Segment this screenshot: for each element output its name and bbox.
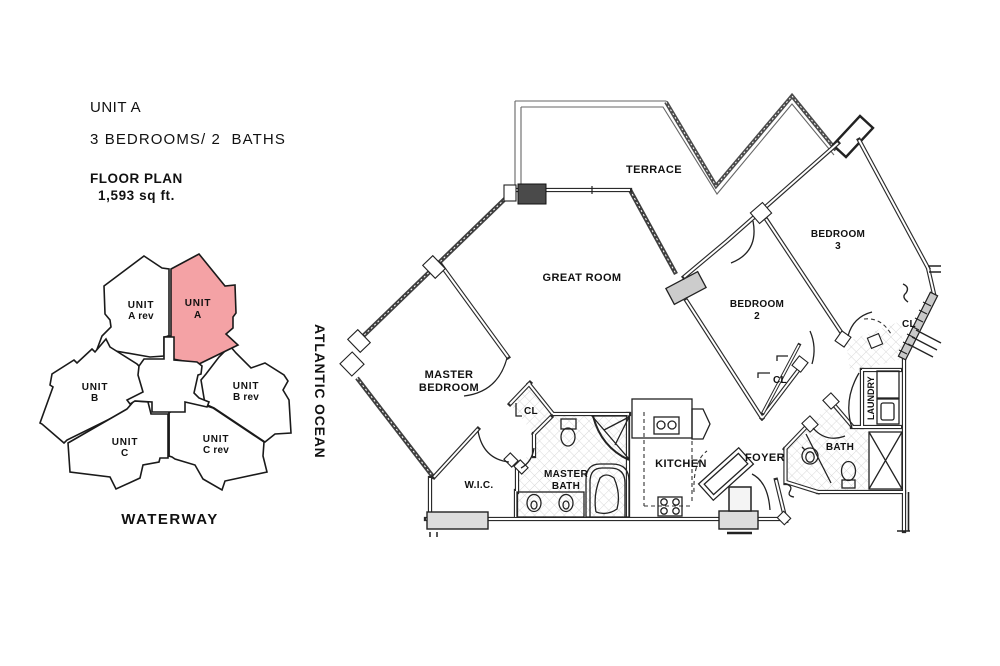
svg-text:1,593 sq ft.: 1,593 sq ft.: [98, 188, 175, 203]
svg-text:3: 3: [835, 241, 841, 252]
svg-text:BEDROOM: BEDROOM: [730, 299, 784, 310]
svg-text:BATH: BATH: [826, 442, 854, 453]
svg-text:UNIT A: UNIT A: [90, 99, 141, 116]
svg-text:UNIT: UNIT: [203, 434, 230, 445]
svg-text:CL: CL: [524, 406, 538, 417]
svg-text:UNIT: UNIT: [112, 437, 139, 448]
svg-text:3 BEDROOMS/ 2 BATHS: 3 BEDROOMS/ 2 BATHS: [90, 131, 286, 148]
svg-text:A rev: A rev: [128, 311, 154, 322]
svg-text:LAUNDRY: LAUNDRY: [866, 376, 876, 420]
svg-text:FOYER: FOYER: [745, 452, 785, 464]
svg-text:2: 2: [754, 311, 760, 322]
svg-text:UNIT: UNIT: [185, 298, 212, 309]
svg-text:KITCHEN: KITCHEN: [655, 458, 707, 470]
svg-text:BEDROOM: BEDROOM: [811, 229, 865, 240]
svg-text:CL: CL: [773, 375, 787, 386]
svg-text:CL: CL: [902, 319, 916, 330]
svg-text:UNIT: UNIT: [82, 382, 109, 393]
svg-text:MASTER: MASTER: [544, 469, 588, 480]
svg-text:W.I.C.: W.I.C.: [464, 480, 493, 491]
svg-text:C: C: [121, 448, 129, 459]
svg-text:B: B: [91, 393, 99, 404]
svg-text:TERRACE: TERRACE: [626, 164, 682, 176]
svg-text:ATLANTIC OCEAN: ATLANTIC OCEAN: [312, 324, 328, 459]
svg-text:MASTER: MASTER: [425, 369, 474, 381]
svg-text:C rev: C rev: [203, 445, 229, 456]
svg-text:BEDROOM: BEDROOM: [419, 382, 479, 394]
svg-text:UNIT: UNIT: [128, 300, 155, 311]
svg-text:A: A: [194, 310, 202, 321]
svg-text:GREAT ROOM: GREAT ROOM: [543, 272, 622, 284]
svg-text:BATH: BATH: [552, 481, 580, 492]
svg-text:B rev: B rev: [233, 392, 259, 403]
svg-text:FLOOR PLAN: FLOOR PLAN: [90, 171, 183, 186]
svg-text:UNIT: UNIT: [233, 381, 260, 392]
svg-text:WATERWAY: WATERWAY: [121, 511, 219, 528]
